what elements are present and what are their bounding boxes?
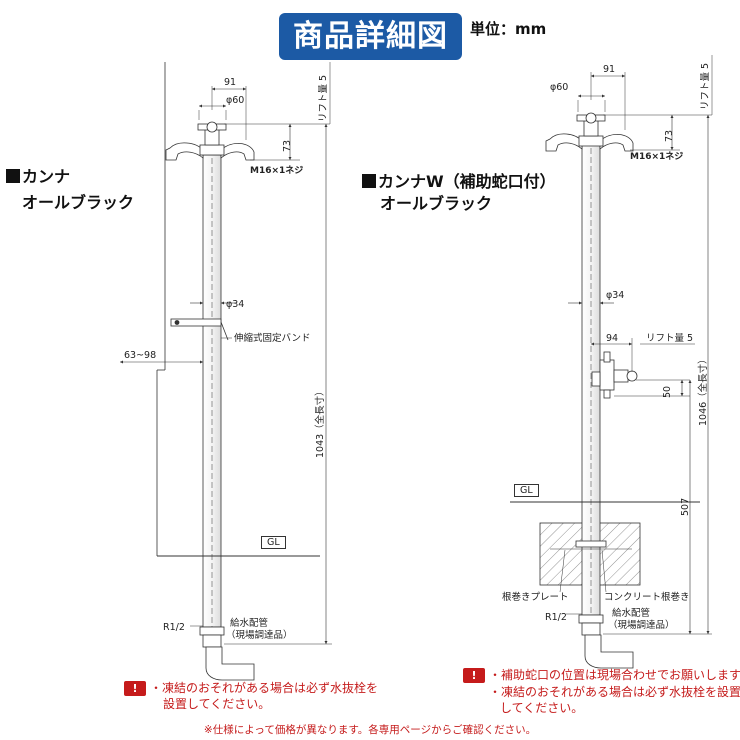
warning-icon: !	[463, 668, 485, 683]
left-warning-line-1: !・凍結のおそれがある場合は必ず水抜栓を	[124, 680, 378, 696]
right-label-plate: 根巻きプレート	[502, 592, 569, 603]
left-faucet-drawing	[120, 62, 332, 681]
right-product-title: カンナW（補助蛇口付）	[362, 171, 556, 193]
left-dim-diameter-60: φ60	[226, 95, 245, 106]
square-bullet-icon	[6, 169, 20, 183]
left-dim-diameter-34: φ34	[226, 299, 245, 310]
right-dim-height-50: 50	[662, 385, 673, 398]
left-dim-width-91: 91	[224, 77, 237, 88]
left-product-subtitle: オールブラック	[22, 193, 135, 212]
right-label-supply-2: （現場調達品）	[608, 620, 675, 631]
right-warning-line-3: してください。	[500, 701, 584, 715]
right-label-concrete: コンクリート根巻き	[604, 592, 690, 603]
left-label-r12: R1/2	[163, 622, 185, 633]
right-dim-diameter-34: φ34	[606, 290, 625, 301]
right-dim-height-73: 73	[664, 129, 675, 142]
right-dim-diameter-60: φ60	[550, 82, 569, 93]
left-dim-lift: リフト量 5	[318, 74, 329, 122]
left-dim-thread: M16×1ネジ	[250, 166, 304, 176]
right-warning-line-2: ・凍結のおそれがある場合は必ず水抜栓を設置	[489, 685, 740, 699]
left-label-supply-2: （現場調達品）	[226, 630, 293, 641]
right-dim-thread: M16×1ネジ	[630, 152, 684, 162]
right-label-r12: R1/2	[545, 612, 567, 623]
right-dim-width-91: 91	[603, 64, 616, 75]
right-label-supply-1: 給水配管	[612, 608, 651, 619]
right-faucet-drawing	[510, 55, 713, 669]
page-title: 商品詳細図	[279, 13, 462, 60]
unit-label: 単位：mm	[470, 20, 547, 38]
right-label-gl: GL	[514, 484, 539, 497]
left-dim-range: 63~98	[124, 350, 157, 361]
right-dim-lift: リフト量 5	[700, 62, 711, 110]
warning-icon: !	[124, 681, 146, 696]
right-product-subtitle: オールブラック	[380, 194, 493, 213]
square-bullet-icon	[362, 174, 376, 188]
left-dim-total: 1043（全長寸）	[315, 386, 326, 458]
left-label-gl: GL	[261, 536, 286, 549]
left-warning-line-2: 設置してください。	[163, 697, 271, 711]
left-product-title: カンナ	[6, 166, 70, 188]
right-warning-line-1: !・補助蛇口の位置は現場合わせでお願いします。	[463, 667, 740, 683]
right-dim-width-94: 94	[606, 333, 619, 344]
right-dim-lift-2: リフト量 5	[646, 333, 694, 344]
footer-note: ※仕様によって価格が異なります。各専用ページからご確認ください。	[203, 724, 537, 736]
right-dim-height-507: 507	[680, 497, 691, 516]
left-dim-height-73: 73	[282, 139, 293, 152]
right-dim-total: 1046（全長寸）	[698, 354, 709, 426]
left-label-band: 伸縮式固定バンド	[234, 333, 311, 344]
left-label-supply-1: 給水配管	[230, 618, 269, 629]
